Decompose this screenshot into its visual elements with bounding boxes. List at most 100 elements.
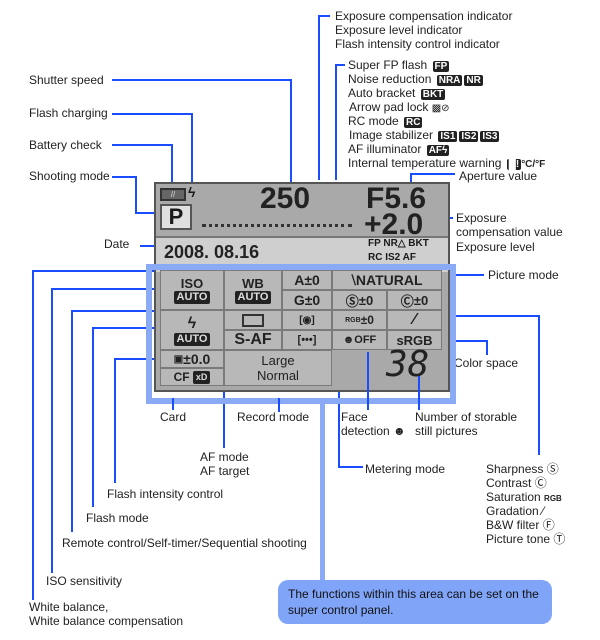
callout-line — [335, 64, 337, 180]
wb-g-cell[interactable]: G±0 — [282, 290, 332, 310]
record-quality: Normal — [257, 368, 299, 383]
highlight-connector — [320, 404, 325, 582]
sharpness-cell[interactable]: Ⓢ±0 — [332, 290, 387, 310]
wb-value: AUTO — [234, 291, 272, 304]
label-arrow-pad-lock: Arrow pad lock ▩⊘ — [349, 100, 450, 116]
date-value: 2008. 08.16 — [164, 242, 260, 262]
nr-icon: NR — [464, 75, 483, 86]
super-control-panel-note: The functions within this area can be se… — [278, 580, 552, 624]
record-size: Large — [261, 353, 295, 368]
callout-line — [338, 466, 363, 468]
label-white-balance-1: White balance, — [29, 600, 109, 614]
label-iso-sensitivity: ISO sensitivity — [46, 574, 123, 588]
label-rc-mode: RC mode RC — [348, 114, 423, 128]
picture-mode-cell[interactable]: ⧵NATURAL — [332, 270, 442, 290]
drive-mode-cell[interactable] — [224, 310, 282, 330]
temp-icon: █! — [506, 159, 522, 170]
callout-line — [135, 176, 137, 213]
is3-icon: IS3 — [480, 131, 500, 142]
callout-line — [436, 274, 484, 276]
face-detection-cell[interactable]: ☻OFF — [332, 330, 387, 350]
label-exposure-level: Exposure level — [456, 240, 535, 254]
fp-icon: FP — [432, 61, 450, 72]
flash-comp-icon: ▣ — [173, 353, 184, 365]
flash-comp-cell[interactable]: ▣±0.0 — [160, 350, 224, 368]
callout-line — [410, 173, 412, 183]
bw-filter-icon: Ⓕ — [542, 518, 555, 532]
label-flash-intensity-indicator: Flash intensity control indicator — [335, 37, 500, 51]
label-exp-comp-value-1: Exposure — [456, 211, 507, 225]
label-picture-mode: Picture mode — [488, 268, 559, 282]
gradation-icon: ⁄ — [542, 504, 545, 518]
iso-value: AUTO — [173, 291, 211, 304]
label-battery-check: Battery check — [29, 138, 102, 152]
label-af-illuminator: AF illuminator AFϟ — [348, 142, 450, 156]
callout-line — [71, 310, 73, 532]
metering-icon: [◉] — [299, 314, 315, 326]
single-frame-icon — [242, 313, 264, 327]
text: Saturation — [486, 490, 541, 504]
metering-cell[interactable]: [◉] — [282, 310, 332, 330]
callout-line — [538, 315, 540, 455]
label-super-fp: Super FP flash FP — [348, 58, 450, 72]
callout-line — [418, 376, 420, 410]
text: Super FP flash — [348, 58, 428, 72]
text: detection — [341, 424, 390, 438]
color-space-cell[interactable]: sRGB — [387, 330, 442, 350]
contrast-cell[interactable]: Ⓒ±0 — [387, 290, 442, 310]
wb-label: WB — [242, 276, 264, 291]
card-cell[interactable]: CF xD — [160, 368, 224, 386]
label-sharpness: Sharpness Ⓢ — [486, 462, 559, 476]
callout-line — [278, 398, 280, 412]
label-bw-filter: B&W filter Ⓕ — [486, 518, 555, 532]
rc-icon: RC — [404, 117, 423, 128]
callout-line — [367, 352, 369, 410]
label-flash-charging: Flash charging — [29, 106, 108, 120]
label-face-detection-2: detection ☻ — [341, 424, 406, 438]
label-storable-1: Number of storable — [415, 410, 518, 424]
label-flash-mode: Flash mode — [86, 511, 149, 525]
label-white-balance-2: White balance compensation — [29, 614, 184, 628]
wb-a-cell[interactable]: A±0 — [282, 270, 332, 290]
callout-line — [114, 358, 116, 483]
flash-comp-value: ±0.0 — [183, 351, 211, 367]
iso-label: ISO — [180, 276, 204, 291]
callout-line — [171, 144, 173, 184]
nra-icon: NRA — [436, 75, 463, 86]
picture-mode-value: NATURAL — [355, 272, 423, 288]
picture-mode-icon: ⧵ — [351, 271, 356, 288]
super-control-panel-area — [146, 264, 456, 404]
text: Contrast — [486, 476, 532, 490]
callout-line — [114, 358, 168, 360]
shutter-speed-value: 250 — [260, 182, 311, 215]
text: RC mode — [348, 114, 399, 128]
gradation-cell[interactable]: ⁄ — [387, 310, 442, 330]
label-record-mode: Record mode — [237, 410, 310, 424]
callout-line — [318, 15, 320, 180]
af-target-cell[interactable]: [•••] — [282, 330, 332, 350]
picture-tone-icon: Ⓣ — [553, 532, 566, 546]
text: Arrow pad lock — [349, 100, 429, 114]
temp-unit: °C/°F — [521, 159, 546, 170]
af-mode-cell[interactable]: S-AF — [224, 330, 282, 350]
label-storable-2: still pictures — [415, 424, 478, 438]
label-color-space: Color space — [454, 356, 519, 370]
callout-line — [338, 320, 340, 468]
saturation-icon: RGB — [544, 494, 562, 503]
saturation-cell[interactable]: RGB±0 — [332, 310, 387, 330]
contrast-icon: Ⓒ — [534, 476, 547, 490]
saturation-value: ±0 — [360, 313, 374, 327]
callout-line — [51, 288, 171, 290]
text: Gradation — [486, 504, 539, 518]
label-exp-level-indicator: Exposure level indicator — [335, 23, 463, 37]
text: B&W filter — [486, 518, 540, 532]
sharpness-icon: Ⓢ — [546, 462, 559, 476]
label-aperture-value: Aperture value — [459, 169, 538, 183]
label-saturation: Saturation RGB — [486, 490, 562, 506]
callout-line — [432, 340, 487, 342]
aperture-value: F5.6 — [366, 182, 427, 215]
